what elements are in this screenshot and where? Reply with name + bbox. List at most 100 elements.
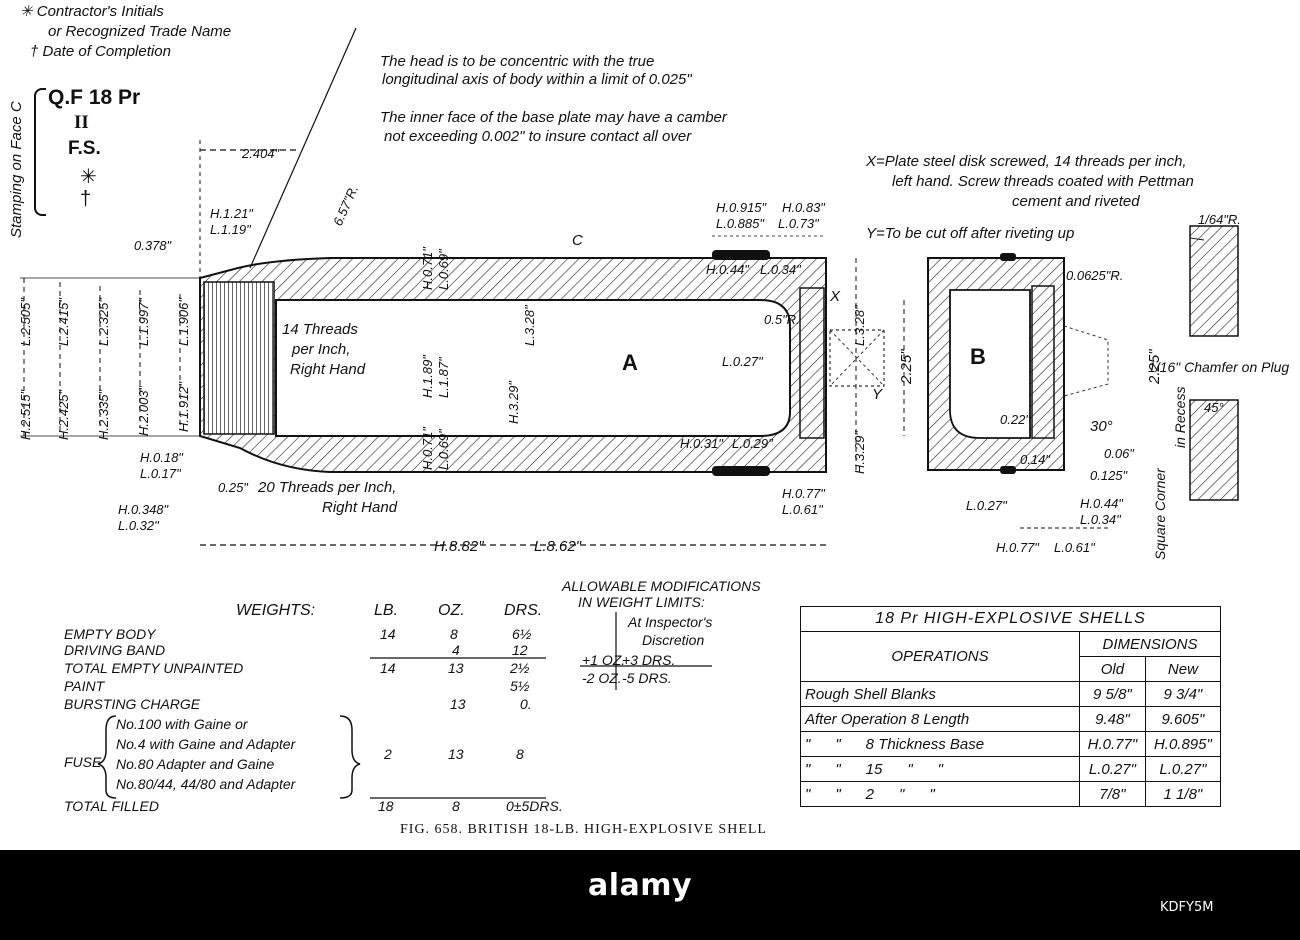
- stamping-line3: F.S.: [68, 138, 101, 159]
- shell-drawing: [20, 27, 1239, 799]
- cell-op: " " 15 " ": [800, 756, 1080, 782]
- cell-op: " " 8 Thickness Base: [800, 731, 1080, 757]
- weights-row-drs: 6½: [512, 626, 532, 642]
- y-label: Y: [872, 386, 883, 403]
- fuse-lb: 2: [384, 746, 392, 762]
- dim-h2425-text: H.2.425": [56, 389, 71, 440]
- base-plate: [799, 287, 825, 439]
- dim-l1997-text: L.1.997": [136, 298, 151, 346]
- dim-h083: H.0.83": [782, 200, 825, 215]
- driving-band-bottom: [712, 466, 770, 476]
- table-row: Old New: [801, 656, 1222, 682]
- dim-l1906-text: L.1.906": [176, 298, 191, 346]
- col-dimensions: DIMENSIONS: [1079, 631, 1221, 657]
- weights-row-oz: 13: [450, 696, 466, 712]
- cell-new: H.0.895": [1144, 731, 1222, 757]
- detail-recess-bottom: [1189, 399, 1239, 501]
- weights-col-oz: OZ.: [438, 602, 465, 619]
- dim-l073: L.0.73": [778, 216, 819, 231]
- dim-30deg: 30°: [1090, 418, 1113, 435]
- dim-45deg: 45°: [1204, 400, 1224, 415]
- watermark-brand: alamy: [588, 868, 693, 903]
- cell-old: 7/8": [1079, 781, 1146, 807]
- note-base-camber: The inner face of the base plate may hav…: [380, 109, 727, 126]
- dim-l0885: L.0.885": [716, 216, 764, 231]
- dim-h189-text: H.1.89": [420, 355, 435, 398]
- dim-0378: 0.378": [134, 238, 172, 253]
- x-label: X: [830, 288, 841, 305]
- weights-row-drs: 0.: [520, 696, 532, 712]
- dim-l061: L.0.61": [782, 502, 823, 517]
- cell-new: 9.605": [1144, 706, 1222, 732]
- shell-cavity: [275, 299, 791, 437]
- cell-op: Rough Shell Blanks: [800, 681, 1080, 707]
- dim-l029: L.0.29": [732, 436, 773, 451]
- table-row: Rough Shell Blanks 9 5/8" 9 3/4": [800, 681, 1222, 707]
- dim-h329-text: H.3.29": [506, 381, 521, 424]
- dim-l032: L.0.32": [118, 518, 159, 533]
- threads-20-label: 20 Threads per Inch,: [258, 479, 397, 496]
- weights-row-oz: 8: [450, 626, 458, 642]
- dim-h077: H.0.77": [782, 486, 825, 501]
- mods-col-head-2: Discretion: [642, 632, 705, 648]
- dim-h121: H.1.21": [210, 206, 253, 221]
- stamping-line1: Q.F 18 Pr: [48, 86, 141, 109]
- legend-date: † Date of Completion: [30, 43, 171, 60]
- note-x-3: cement and riveted: [1012, 193, 1140, 210]
- dim-225b-text: 2.25": [1146, 349, 1163, 384]
- dim-h2335-text: H.2.335": [96, 389, 111, 440]
- dim-l017: L.0.17": [140, 466, 181, 481]
- nose-threads: [203, 281, 275, 435]
- note-head-concentric-2: longitudinal axis of body within a limit…: [382, 71, 692, 88]
- note-x: X=Plate steel disk screwed, 14 threads p…: [866, 153, 1187, 170]
- dim-l328-text: L.3.28": [522, 305, 537, 346]
- dim-r00625: 0.0625"R.: [1066, 268, 1124, 283]
- dim-r657: 6.57"R.: [330, 183, 373, 237]
- section-b-cavity: [949, 289, 1031, 439]
- dim-l027: L.0.27": [722, 354, 763, 369]
- section-b-label: B: [970, 344, 986, 369]
- watermark-bar: alamy KDFY5M: [0, 850, 1300, 940]
- fuse-option: No.80 Adapter and Gaine: [116, 756, 275, 772]
- fuse-drs: 8: [516, 746, 524, 762]
- dim-l027b: L.0.27": [966, 498, 1007, 513]
- dim-l069b: L.0.69": [436, 429, 477, 485]
- dim-225b: 2.25": [1146, 349, 1181, 401]
- fuse-oz: 13: [448, 746, 464, 762]
- dim-l034b: L.0.34": [1080, 512, 1121, 527]
- total-filled-oz: 8: [452, 798, 460, 814]
- note-head-concentric: The head is to be concentric with the tr…: [380, 53, 655, 70]
- dim-h0915: H.0.915": [716, 200, 767, 215]
- dim-l328r: L.3.28": [852, 305, 893, 361]
- weights-row-label: EMPTY BODY: [64, 626, 156, 642]
- dim-025: 0.25": [218, 480, 248, 495]
- weights-row-label: BURSTING CHARGE: [64, 696, 201, 712]
- cell-op: " " 2 " ": [800, 781, 1080, 807]
- dim-h329r-text: H.3.29": [852, 431, 867, 474]
- table-row: " " 2 " " 7/8" 1 1/8": [800, 781, 1222, 807]
- note-y: Y=To be cut off after riveting up: [866, 225, 1075, 242]
- dim-h071-text: H.0.71": [420, 247, 435, 290]
- cell-old: 9.48": [1079, 706, 1146, 732]
- in-recess-label: in Recess: [1172, 387, 1233, 464]
- mods-r1b: +3 DRS.: [622, 652, 676, 668]
- chamfer-label: 1/16" Chamfer on Plug: [1148, 359, 1290, 375]
- dim-l069-text: L.0.69": [436, 249, 451, 290]
- dim-l119: L.1.19": [210, 222, 251, 237]
- weights-heading: WEIGHTS:: [236, 602, 316, 619]
- dim-h0348: H.0.348": [118, 502, 169, 517]
- cell-old: L.0.27": [1079, 756, 1146, 782]
- fuse-option: No.4 with Gaine and Adapter: [116, 736, 296, 752]
- weights-row-lb: 14: [380, 626, 396, 642]
- dim-h1912-text: H.1.912": [176, 381, 191, 432]
- weights-row-lb: 14: [380, 660, 396, 676]
- total-filled-label: TOTAL FILLED: [64, 798, 159, 814]
- weights-col-lb: LB.: [374, 602, 399, 619]
- threads-14-label: 14 Threads: [282, 321, 358, 338]
- legend-trade-name: or Recognized Trade Name: [48, 23, 232, 40]
- dim-l1906: L.1.906": [176, 298, 224, 361]
- dim-l2415-text: L.2.415": [56, 298, 71, 346]
- stamping-line5: †: [80, 188, 92, 210]
- threads-14-label-2: per Inch,: [292, 341, 351, 358]
